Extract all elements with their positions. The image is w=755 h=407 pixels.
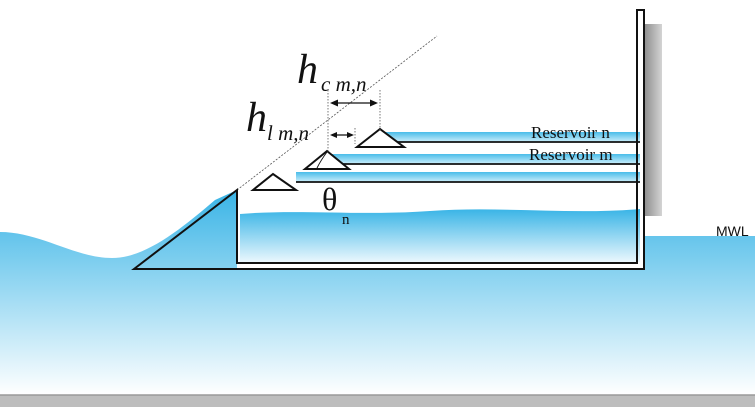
reservoir-layer-3 <box>383 132 640 142</box>
ramp-slope-extension <box>236 35 438 191</box>
ground-strip <box>0 395 755 407</box>
crest-triangle-lower <box>250 172 300 191</box>
land-width-dimension <box>330 132 354 138</box>
h-crest-symbol: h <box>297 47 318 93</box>
sea-water <box>0 190 755 395</box>
crest-triangle-n <box>354 127 407 148</box>
dam-structure <box>131 9 645 270</box>
reservoir-layer-1 <box>296 172 640 182</box>
theta-subscript: n <box>342 212 350 228</box>
reservoir-m-label: Reservoir m <box>529 145 613 164</box>
reservoir-n-label: Reservoir n <box>531 123 610 142</box>
crest-triangle-m <box>302 149 352 170</box>
crest-width-dimension <box>330 99 378 107</box>
reservoir-layer-2 <box>330 154 640 164</box>
theta-symbol: θ <box>322 181 337 217</box>
theta-angle-arc <box>316 151 328 169</box>
mwl-label: MWL <box>716 223 749 239</box>
lower-reservoir-water <box>240 209 640 262</box>
h-crest-subscript: c m,n <box>321 72 367 96</box>
wall-shadow <box>644 24 662 216</box>
h-land-symbol: h <box>246 95 267 141</box>
h-land-subscript: l m,n <box>267 121 309 145</box>
